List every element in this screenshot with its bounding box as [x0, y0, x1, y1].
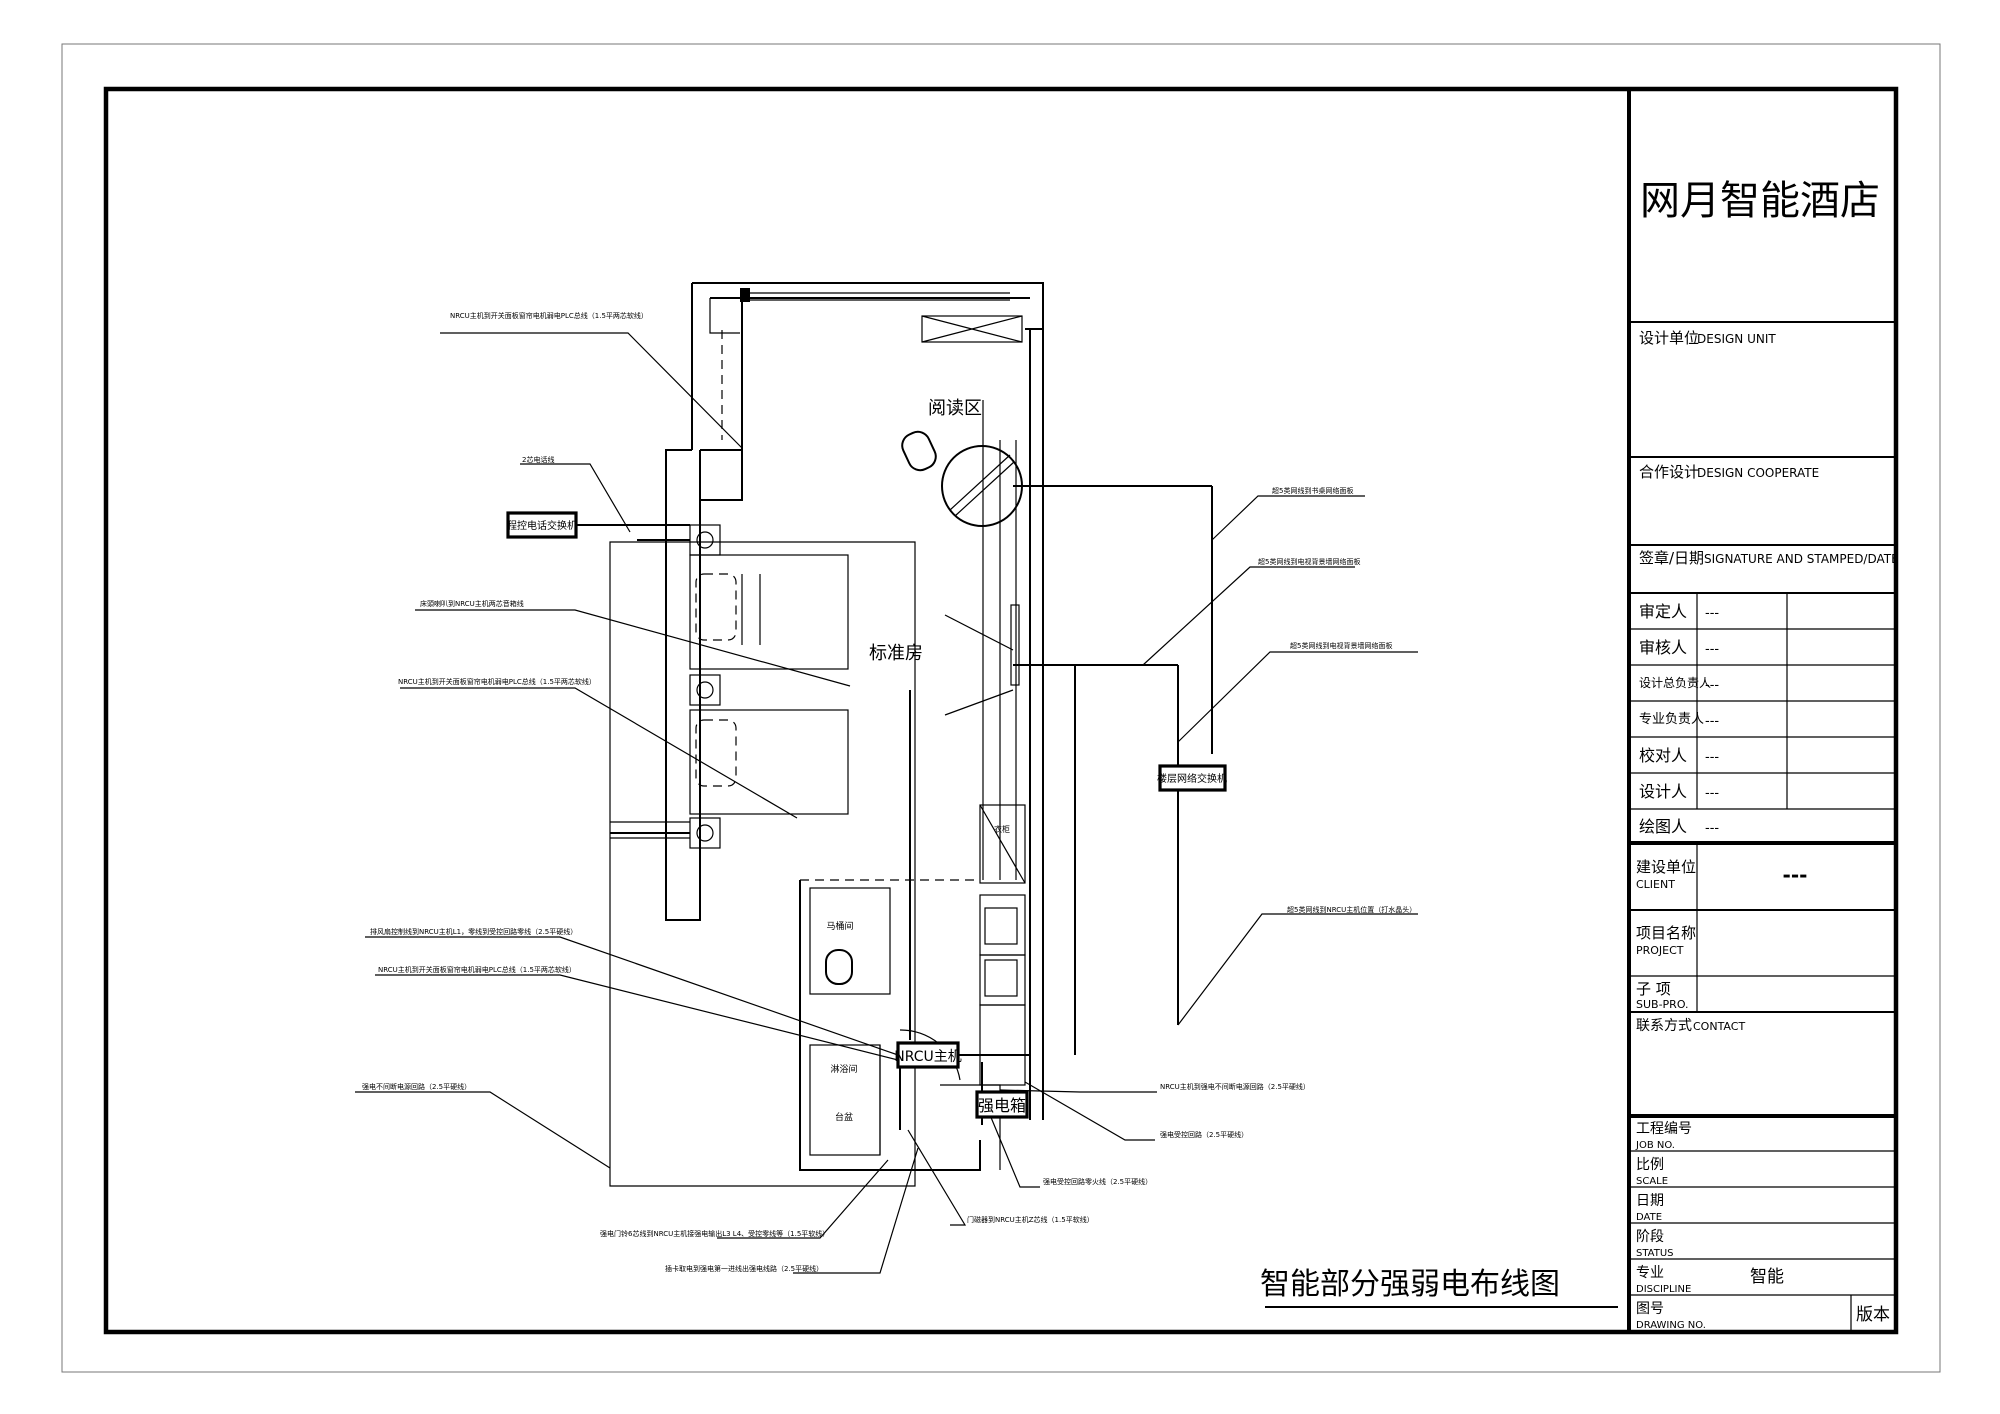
signature-label-en: SIGNATURE AND STAMPED/DATE	[1704, 552, 1899, 566]
project-label: 项目名称	[1636, 924, 1696, 942]
room-label-basin: 台盆	[835, 1111, 853, 1123]
title-block	[1627, 89, 1896, 1332]
role-value: ---	[1705, 714, 1719, 729]
pbx-box	[506, 511, 578, 539]
role-value: ---	[1705, 821, 1719, 836]
annotation-3: 超5类网线到书桌网络面板	[1272, 486, 1353, 495]
design-unit-label-en: DESIGN UNIT	[1697, 332, 1776, 346]
role-label: 绘图人	[1639, 817, 1687, 836]
annotation-9: 排风扇控制线到NRCU主机L1，零线到受控回路零线（2.5平硬线）	[370, 927, 577, 936]
paper-border	[61, 43, 1941, 1373]
power-box-label: 强电箱	[978, 1096, 1026, 1115]
annotation-13: 强电受控回路（2.5平硬线）	[1160, 1130, 1248, 1139]
contact-label: 联系方式	[1636, 1018, 1692, 1034]
nrcu-label: NRCU主机	[894, 1049, 962, 1065]
client-value: ---	[1783, 863, 1808, 887]
discipline-label-en: DISCIPLINE	[1636, 1284, 1691, 1295]
annotation-1: NRCU主机到开关面板窗帘电机弱电PLC总线（1.5平两芯软线）	[450, 311, 648, 320]
client-label-en: CLIENT	[1636, 878, 1675, 891]
client-label: 建设单位	[1636, 858, 1696, 876]
nrcu-box	[896, 1041, 960, 1069]
project-title: 网月智能酒店	[1640, 178, 1880, 224]
annotation-10: NRCU主机到开关面板窗帘电机弱电PLC总线（1.5平两芯软线）	[378, 965, 576, 974]
annotation-4: 超5类网线到电视背景墙网络面板	[1258, 557, 1360, 566]
signature-label: 签章/日期	[1639, 549, 1704, 567]
room-label-standard: 标准房	[869, 643, 923, 664]
role-label: 专业负责人	[1639, 712, 1704, 727]
role-value: ---	[1705, 750, 1719, 765]
drawing-frame	[103, 86, 1899, 1335]
job-label-en: JOB NO.	[1635, 1140, 1675, 1151]
annotation-14: 强电受控回路零火线（2.5平硬线）	[1043, 1177, 1152, 1186]
job-label: 工程编号	[1636, 1121, 1692, 1137]
date-label-en: DATE	[1636, 1212, 1662, 1223]
contact-label-en: CONTACT	[1693, 1020, 1745, 1033]
floor-switch-box	[1158, 764, 1227, 792]
drawing-no-label-en: DRAWING NO.	[1636, 1320, 1706, 1331]
role-label: 设计人	[1639, 782, 1687, 801]
role-label: 校对人	[1639, 746, 1687, 765]
room-label-toilet: 马桶间	[826, 920, 853, 932]
role-value: ---	[1705, 606, 1719, 621]
status-label-en: STATUS	[1636, 1248, 1674, 1259]
floor-switch-label: 楼层网络交换机	[1157, 772, 1227, 785]
role-label: 审定人	[1639, 602, 1687, 621]
scale-label: 比例	[1636, 1157, 1664, 1173]
annotation-8: 超5类网线到NRCU主机位置（打水晶头）	[1287, 905, 1416, 914]
wiring	[355, 332, 1418, 1274]
subpro-label: 子 项	[1636, 980, 1671, 998]
power-box	[975, 1090, 1029, 1119]
annotation-2: 2芯电话线	[522, 455, 554, 464]
room-label-reading: 阅读区	[928, 398, 982, 419]
role-value: ---	[1705, 642, 1719, 657]
role-value: ---	[1705, 678, 1719, 693]
drawing-title: 智能部分强弱电布线图	[1260, 1267, 1560, 1302]
drawing-no-label: 图号	[1636, 1301, 1664, 1317]
annotation-7: NRCU主机到开关面板窗帘电机弱电PLC总线（1.5平两芯软线）	[398, 677, 596, 686]
discipline-label: 专业	[1636, 1265, 1664, 1281]
annotation-17: 插卡取电到强电第一进线出强电线路（2.5平硬线）	[665, 1264, 823, 1273]
annotation-12: NRCU主机到强电不间断电源回路（2.5平硬线）	[1160, 1082, 1310, 1091]
role-label: 审核人	[1639, 638, 1687, 657]
status-label: 阶段	[1636, 1229, 1664, 1245]
role-value: ---	[1705, 786, 1719, 801]
date-label: 日期	[1636, 1193, 1664, 1209]
annotation-5: 超5类网线到电视背景墙网络面板	[1290, 641, 1392, 650]
annotations: NRCU主机到开关面板窗帘电机弱电PLC总线（1.5平两芯软线） 2芯电话线 超…	[362, 311, 1416, 1273]
cooperate-label: 合作设计	[1639, 463, 1699, 481]
annotation-6: 床頭喇叭到NRCU主机两芯音箱线	[420, 599, 524, 608]
room-label-closet: 衣柜	[994, 824, 1010, 834]
subpro-label-en: SUB-PRO.	[1636, 998, 1689, 1011]
annotation-11: 强电不间断电源回路（2.5平硬线）	[362, 1082, 471, 1091]
room-label-shower: 淋浴间	[830, 1063, 857, 1075]
floor-plan: 阅读区 标准房 马桶间 淋浴间 台盆 衣柜	[609, 282, 1044, 1187]
role-label: 设计总负责人	[1639, 676, 1711, 690]
annotation-15: 门磁器到NRCU主机Z芯线（1.5平软线）	[967, 1215, 1094, 1224]
version-label: 版本	[1856, 1305, 1890, 1325]
design-unit-label: 设计单位	[1639, 329, 1699, 347]
scale-label-en: SCALE	[1636, 1176, 1668, 1187]
pbx-label: 程控电话交换机	[507, 519, 577, 532]
project-label-en: PROJECT	[1636, 944, 1684, 957]
discipline-value: 智能	[1750, 1267, 1784, 1287]
roles-table: 审定人 --- 审核人 --- 设计总负责人 --- 专业负责人 --- 校对人…	[1639, 602, 1719, 836]
cooperate-label-en: DESIGN COOPERATE	[1697, 466, 1819, 480]
annotation-16: 强电门铃6芯线到NRCU主机接强电输出L3 L4、受控零线等（1.5平软线）	[600, 1229, 829, 1238]
